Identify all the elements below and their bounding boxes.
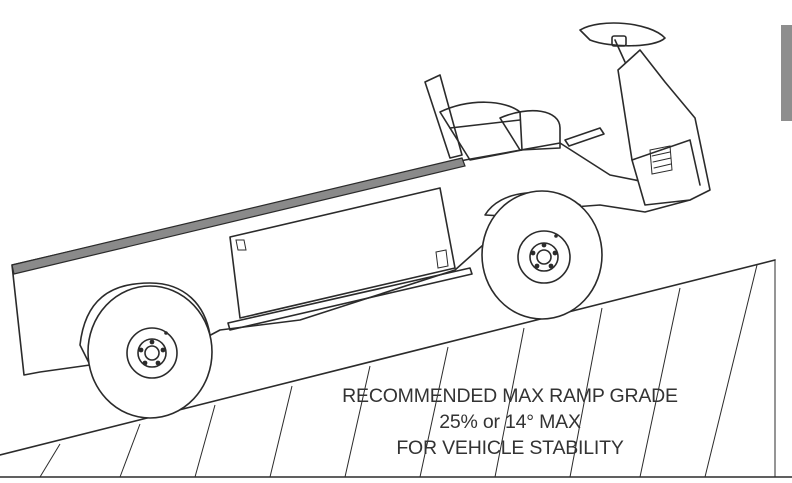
ramp-grade-caption: RECOMMENDED MAX RAMP GRADE 25% or 14° MA… (300, 383, 720, 461)
page-edge-tab (781, 25, 792, 121)
seat-icon (424, 74, 561, 161)
ramp-hatching (39, 260, 776, 478)
cargo-panel (229, 187, 456, 319)
ramp-surface (0, 259, 776, 456)
front-cowl (617, 49, 711, 206)
caption-line-2: 25% or 14° MAX (439, 411, 581, 433)
front-wheel (481, 190, 603, 320)
caption-line-3: FOR VEHICLE STABILITY (396, 437, 624, 459)
bed-rail (11, 157, 466, 275)
rear-wheel (79, 282, 213, 419)
utility-vehicle-illustration (11, 22, 711, 419)
ramp (0, 259, 792, 478)
steering-wheel-icon (579, 22, 666, 63)
caption-line-1: RECOMMENDED MAX RAMP GRADE (342, 385, 678, 407)
